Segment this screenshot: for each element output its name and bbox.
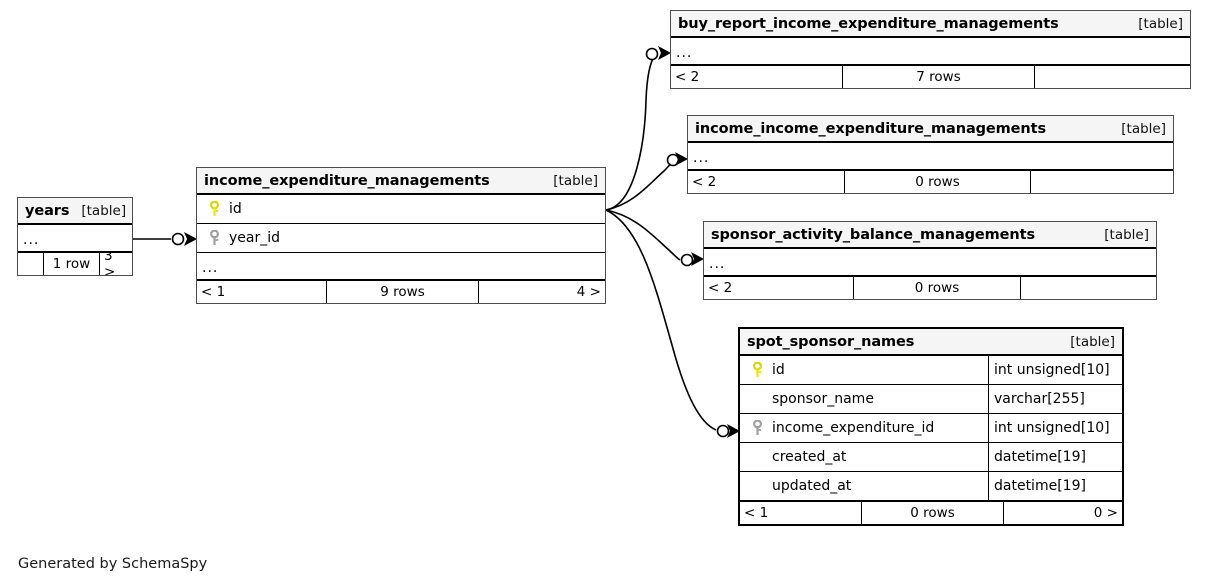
hidden-columns-ellipsis-sponsor-activity: ... xyxy=(704,249,1156,276)
table-title-sponsor-activity: sponsor_activity_balance_managements xyxy=(711,226,1035,243)
footer-child-count xyxy=(1031,171,1173,193)
column-cell-name: sponsor_name xyxy=(740,391,988,407)
table-footer-sponsor-activity: < 2 0 rows xyxy=(704,276,1156,299)
table-row[interactable]: income_expenditure_id int unsigned[10] xyxy=(740,414,1122,443)
footer-child-count: 4 > xyxy=(576,284,601,300)
table-header-income-expenditure-managements: income_expenditure_managements [table] xyxy=(197,168,605,195)
footer-row-count: 0 rows xyxy=(854,277,1021,299)
table-kind-label: [table] xyxy=(553,172,598,189)
foreign-key-icon xyxy=(746,420,768,436)
footer-child-count xyxy=(1021,277,1156,299)
table-kind-label: [table] xyxy=(1138,15,1183,32)
column-type-label: datetime[19] xyxy=(988,443,1122,471)
edge-main-to-spot-sponsor-names xyxy=(605,209,717,431)
table-title-years: years xyxy=(25,202,70,219)
table-header-spot-sponsor-names: spot_sponsor_names [table] xyxy=(740,329,1122,356)
footer-child-count-years: 3 > xyxy=(104,253,116,275)
column-cell-name: year_id xyxy=(197,230,605,246)
column-type-label: int unsigned[10] xyxy=(988,356,1122,384)
table-node-income-expenditure-managements[interactable]: income_expenditure_managements [table] i… xyxy=(196,167,606,304)
table-title-buy-report: buy_report_income_expenditure_management… xyxy=(678,15,1059,32)
foreign-key-icon xyxy=(203,230,225,246)
column-name-label: id xyxy=(772,362,785,378)
footer-row-count: 0 rows xyxy=(862,502,1004,524)
footer-parent-count: < 2 xyxy=(671,66,843,88)
table-header-years: years [table] xyxy=(18,198,132,225)
table-row[interactable]: id xyxy=(197,195,605,224)
cardinality-zero-income-income-edge xyxy=(666,153,680,167)
column-name-label: id xyxy=(229,201,242,217)
table-title-spot-sponsor-names: spot_sponsor_names xyxy=(747,333,915,350)
table-header-buy-report: buy_report_income_expenditure_management… xyxy=(671,11,1190,38)
primary-key-icon xyxy=(746,362,768,378)
cardinality-zero-spot-sponsor-edge xyxy=(716,424,730,438)
table-kind-label: [table] xyxy=(1121,120,1166,137)
table-title-income-expenditure-managements: income_expenditure_managements xyxy=(204,172,490,189)
table-kind-label: [table] xyxy=(1104,226,1149,243)
table-node-buy-report-income-expenditure-managements[interactable]: buy_report_income_expenditure_management… xyxy=(670,10,1191,89)
table-title-income-income: income_income_expenditure_managements xyxy=(695,120,1046,137)
footer-row-count: 0 rows xyxy=(845,171,1031,193)
column-name-label: updated_at xyxy=(772,478,852,494)
table-row[interactable]: created_at datetime[19] xyxy=(740,443,1122,472)
edge-main-to-income-income xyxy=(605,161,674,211)
table-kind-label: [table] xyxy=(81,202,127,219)
table-row[interactable]: sponsor_name varchar[255] xyxy=(740,385,1122,414)
hidden-columns-ellipsis-years: ... xyxy=(18,225,132,252)
column-type-label: int unsigned[10] xyxy=(988,414,1122,442)
footer-row-count: 7 rows xyxy=(843,66,1035,88)
table-node-sponsor-activity-balance-managements[interactable]: sponsor_activity_balance_managements [ta… xyxy=(703,221,1157,300)
column-name-label: created_at xyxy=(772,449,847,465)
footer-row-count: 9 rows xyxy=(327,281,479,303)
footer-parent-count: < 1 xyxy=(197,281,327,303)
column-name-label: year_id xyxy=(229,230,281,246)
column-type-label: varchar[255] xyxy=(988,385,1122,413)
table-footer-spot-sponsor-names: < 1 0 rows 0 > xyxy=(740,501,1122,524)
table-footer-income-expenditure-managements: < 1 9 rows 4 > xyxy=(197,280,605,303)
table-row[interactable]: id int unsigned[10] xyxy=(740,356,1122,385)
cardinality-zero-buy-report-edge xyxy=(645,47,659,61)
footer-child-count: 0 > xyxy=(1093,505,1118,521)
footer-row-count-years: 1 row xyxy=(44,253,100,275)
footer-parent-count: < 2 xyxy=(704,277,854,299)
column-name-label: income_expenditure_id xyxy=(772,420,935,436)
column-type-label: datetime[19] xyxy=(988,472,1122,500)
table-node-income-income-expenditure-managements[interactable]: income_income_expenditure_managements [t… xyxy=(687,115,1174,194)
footer-parent-count-years xyxy=(18,253,44,275)
table-header-sponsor-activity: sponsor_activity_balance_managements [ta… xyxy=(704,222,1156,249)
table-footer-years: 1 row 3 > xyxy=(18,252,132,275)
hidden-columns-ellipsis-income-income: ... xyxy=(688,143,1173,170)
column-cell-name: updated_at xyxy=(740,478,988,494)
column-cell-name: income_expenditure_id xyxy=(740,420,988,436)
hidden-columns-ellipsis-buy-report: ... xyxy=(671,38,1190,65)
table-footer-buy-report: < 2 7 rows xyxy=(671,65,1190,88)
table-row[interactable]: updated_at datetime[19] xyxy=(740,472,1122,501)
primary-key-icon xyxy=(203,201,225,217)
table-header-income-income: income_income_expenditure_managements [t… xyxy=(688,116,1173,143)
table-row[interactable]: year_id xyxy=(197,224,605,253)
column-cell-name: created_at xyxy=(740,449,988,465)
footer-parent-count: < 2 xyxy=(688,171,845,193)
generated-by-credit: Generated by SchemaSpy xyxy=(18,556,208,572)
footer-parent-count: < 1 xyxy=(740,502,862,524)
column-cell-name: id xyxy=(740,362,988,378)
edge-main-to-buy-report xyxy=(605,54,656,211)
footer-child-count xyxy=(1035,66,1190,88)
column-name-label: sponsor_name xyxy=(772,391,874,407)
table-node-years[interactable]: years [table] ... 1 row 3 > xyxy=(17,197,133,276)
cardinality-zero-sponsor-activity-edge xyxy=(680,253,694,267)
table-node-spot-sponsor-names[interactable]: spot_sponsor_names [table] id int unsign… xyxy=(738,327,1124,526)
hidden-columns-ellipsis-income-expenditure-managements: ... xyxy=(197,253,605,280)
column-cell-name: id xyxy=(197,201,605,217)
edge-main-to-sponsor-activity xyxy=(605,209,681,261)
table-footer-income-income: < 2 0 rows xyxy=(688,170,1173,193)
table-kind-label: [table] xyxy=(1070,333,1115,350)
cardinality-zero-years-edge xyxy=(171,232,185,246)
